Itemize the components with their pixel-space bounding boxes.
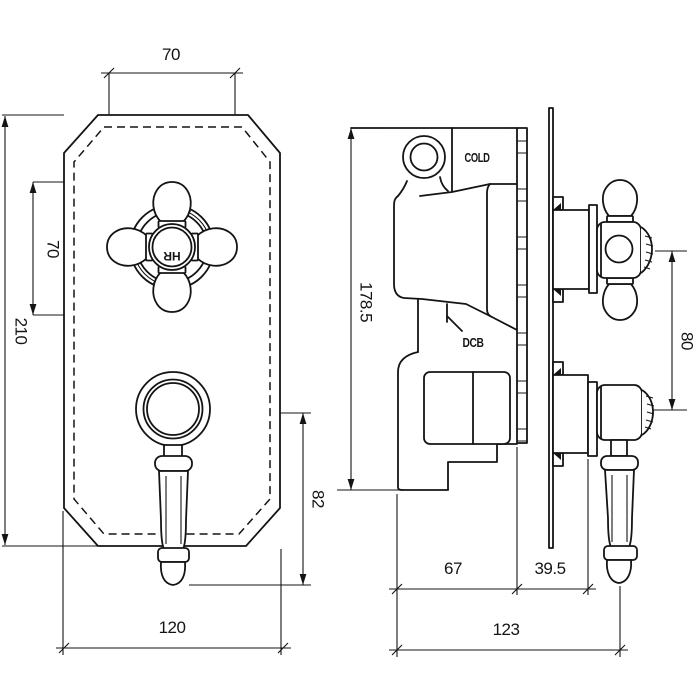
lever-handle (135, 371, 211, 586)
mounting-lugs (552, 196, 564, 467)
front-view: HR 70 70 210 82 120 (1, 45, 328, 655)
fixing-plate-edge (548, 107, 554, 549)
crosshead-handle: HR (106, 181, 238, 313)
dcb-label: DCB (463, 336, 484, 350)
dim-overall-height: 178.5 (357, 282, 376, 322)
lower-cartridge-side (552, 374, 655, 584)
front-dimension-lines (1, 67, 311, 655)
side-dimension-lines (337, 128, 687, 657)
side-view: COLD DCB 178.5 80 67 39.5 123 (337, 107, 697, 657)
dim-handle-centres: 80 (678, 332, 697, 350)
hub-logo: HR (163, 249, 181, 263)
plate-inner-dashed-outline (73, 126, 271, 535)
valve-body (350, 127, 518, 491)
wall-plate-edge (516, 127, 528, 444)
dim-lever-projection: 82 (309, 490, 328, 508)
dim-handle-width: 70 (162, 45, 180, 64)
dim-handle-depth: 39.5 (534, 559, 565, 578)
dim-plate-width: 120 (159, 618, 186, 637)
octagonal-wall-plate (63, 114, 281, 547)
upper-cartridge-side (552, 179, 654, 321)
outlet-block (423, 371, 511, 445)
dim-plate-height: 210 (12, 318, 31, 345)
cold-port-label: COLD (465, 151, 490, 165)
cold-inlet-port (402, 135, 446, 179)
dim-overall-depth: 123 (493, 620, 520, 639)
dim-handle-height: 70 (44, 240, 63, 258)
dcb-leader-line (446, 315, 463, 332)
dim-body-depth: 67 (444, 559, 462, 578)
